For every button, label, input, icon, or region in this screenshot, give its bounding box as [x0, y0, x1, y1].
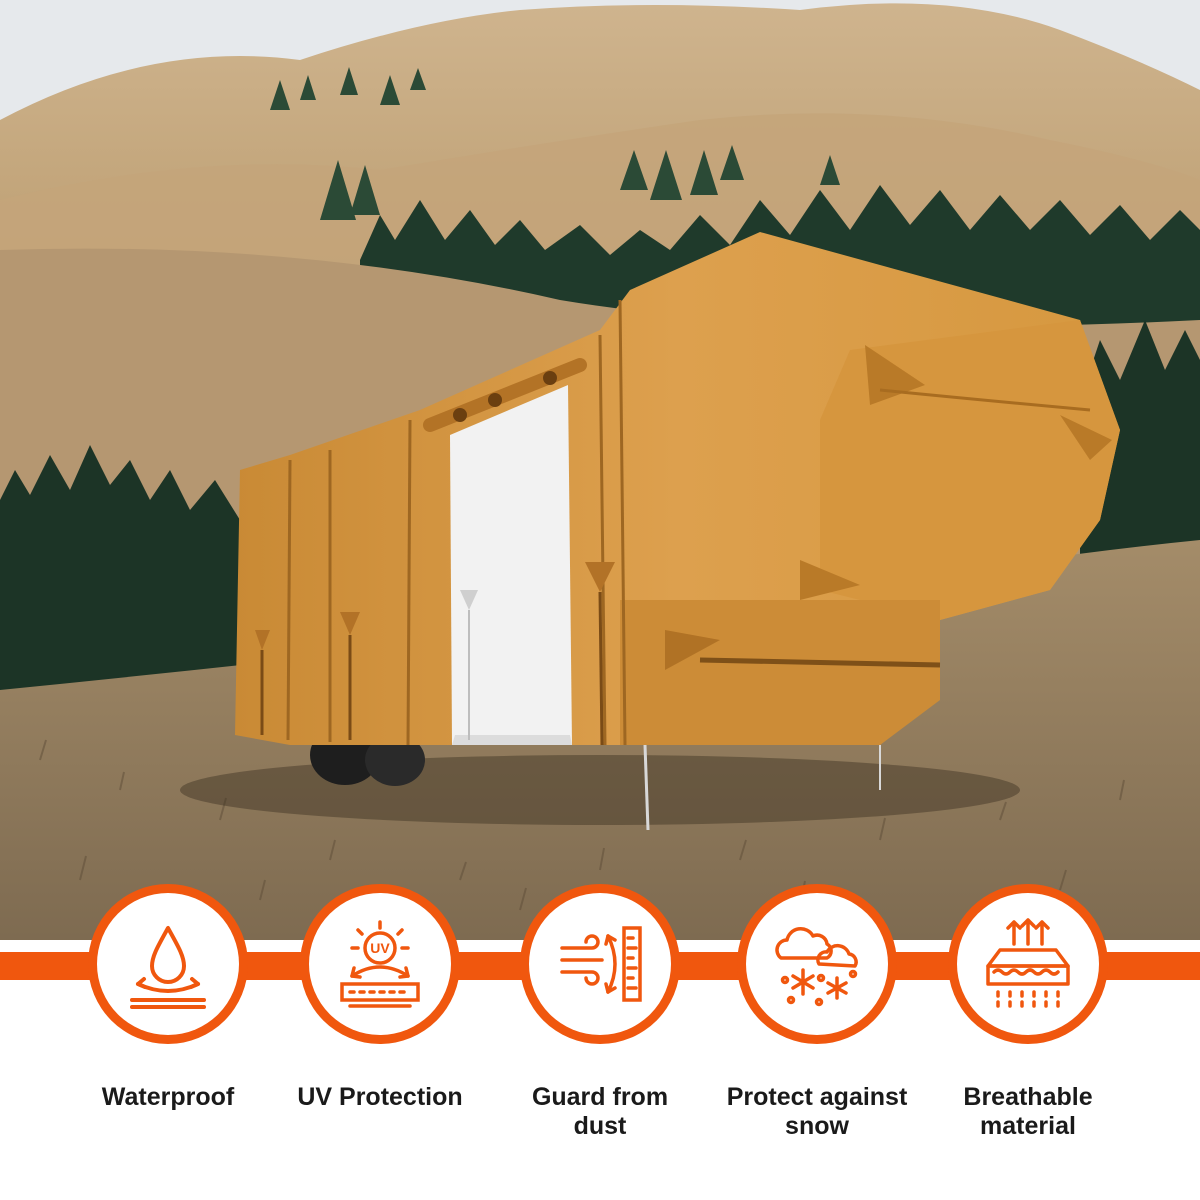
feature-badge: [948, 884, 1108, 1044]
feature-badge: [520, 884, 680, 1044]
water-drop-icon: [130, 926, 206, 1009]
uv-sun-icon: UV: [340, 920, 420, 1008]
rolled-flap: [423, 358, 587, 432]
trailer-shadow: [180, 755, 1020, 825]
panel-seams: [286, 299, 627, 746]
feature-waterproof: Waterproof: [58, 884, 278, 1184]
feature-label: Guard from dust: [531, 1083, 669, 1140]
feature-guard-from-dust: Guard from dust: [490, 884, 710, 1184]
hill-trees: [270, 67, 840, 220]
feature-breathable-material: Breathable material: [918, 884, 1138, 1184]
feature-badge: [88, 884, 248, 1044]
lower-front: [620, 600, 940, 745]
rv-cover-scene: [0, 0, 1200, 950]
feature-label: Protect against snow: [726, 1083, 908, 1140]
door-opening: [450, 385, 572, 745]
grass-strokes: [39, 739, 1125, 911]
feature-label: UV Protection: [297, 1083, 463, 1111]
cloud-snow-icon: [775, 927, 858, 1007]
feature-badge: UV: [300, 884, 460, 1044]
breathable-layer-icon: [986, 918, 1070, 1008]
feature-label: Breathable material: [963, 1083, 1093, 1140]
feature-uv-protection: UV UV Protection: [270, 884, 490, 1184]
right-forest: [1080, 320, 1200, 560]
feature-badge: [737, 884, 897, 1044]
feature-label: Waterproof: [101, 1083, 235, 1111]
feature-protect-against-snow: Protect against snow: [707, 884, 927, 1184]
uv-badge-text: UV: [370, 940, 390, 956]
tie-down-straps: [255, 562, 615, 650]
ground-stake: [643, 744, 650, 831]
wind-dust-icon: [560, 926, 642, 1002]
left-forest: [0, 445, 240, 700]
